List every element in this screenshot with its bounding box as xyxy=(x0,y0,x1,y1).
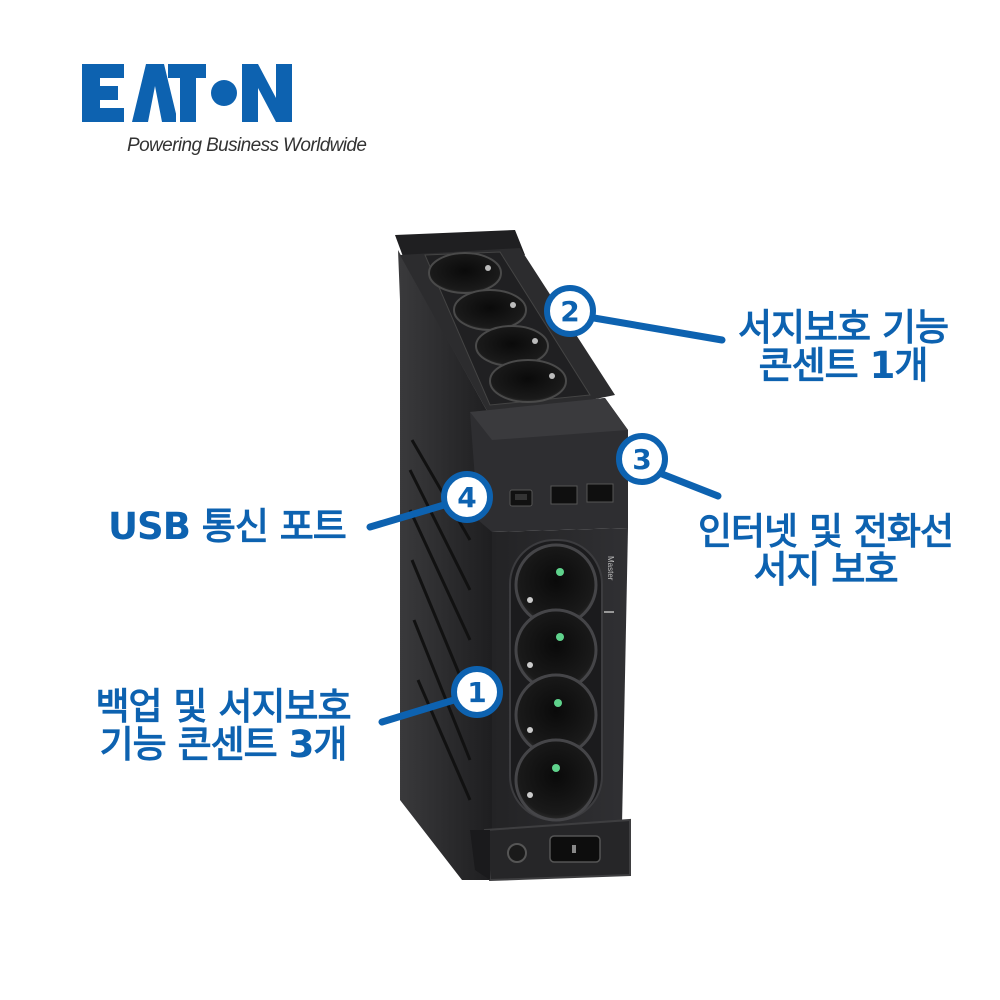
callout-label-line: 기능 콘센트 3개 xyxy=(99,723,348,766)
master-label: Master xyxy=(606,556,615,581)
callout-circle-4 xyxy=(441,471,493,523)
callout-label-line: 서지보호 기능 xyxy=(737,306,949,349)
callout-label-surge-outlet: 서지보호 기능 콘센트 1개 xyxy=(728,309,958,385)
top-sockets xyxy=(428,252,567,403)
callout-circle-2 xyxy=(544,285,596,337)
callout-number-1: 1 xyxy=(467,676,486,709)
callout-label-line: 인터넷 및 전화선 xyxy=(697,510,954,553)
tagline: Powering Business Worldwide xyxy=(127,135,367,156)
breaker xyxy=(507,843,527,863)
callout-label-usb-port: USB 통신 포트 xyxy=(108,508,358,546)
callout-label-line: USB 통신 포트 xyxy=(108,505,347,548)
callout-label-backup-outlets: 백업 및 서지보호 기능 콘센트 3개 xyxy=(88,688,358,764)
callout-label-network-surge: 인터넷 및 전화선 서지 보호 xyxy=(688,513,963,589)
rj-port-out xyxy=(586,483,614,503)
eaton-logo xyxy=(82,64,292,122)
callout-number-3: 3 xyxy=(632,443,651,476)
callout-label-line: 백업 및 서지보호 xyxy=(95,685,351,728)
front-sockets xyxy=(514,543,598,822)
callout-circle-1 xyxy=(451,666,503,718)
callout-number-4: 4 xyxy=(457,481,476,514)
callout-label-line: 서지 보호 xyxy=(753,548,898,591)
side-panel xyxy=(398,250,492,880)
callout-number-2: 2 xyxy=(560,295,579,328)
callout-circle-3 xyxy=(616,433,668,485)
callout-label-line: 콘센트 1개 xyxy=(758,344,929,387)
rj-port-in xyxy=(550,485,578,505)
